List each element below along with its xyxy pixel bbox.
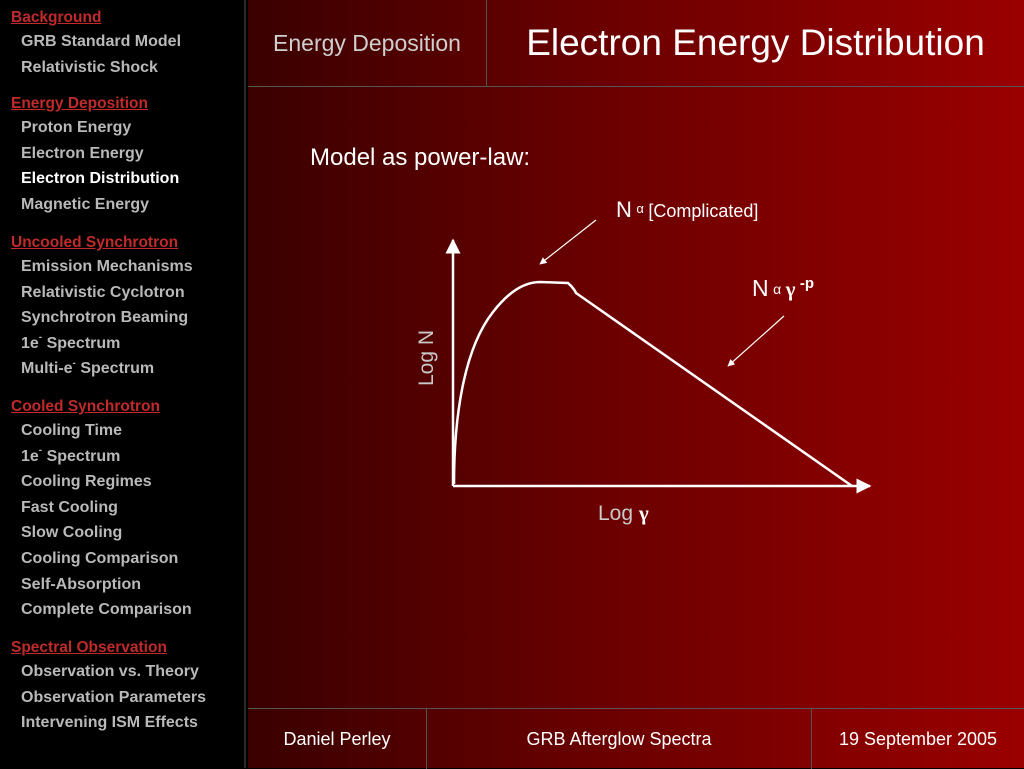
section-label: Energy Deposition: [248, 0, 487, 86]
sidebar-section-link[interactable]: Spectral Observation: [11, 639, 167, 656]
footer-date: 19 September 2005: [838, 728, 998, 749]
sidebar-item[interactable]: Observation Parameters: [21, 688, 206, 706]
distribution-curve: [452, 280, 853, 488]
sidebar-item[interactable]: Electron Distribution: [21, 170, 180, 188]
sidebar-item[interactable]: Cooling Time: [21, 422, 123, 439]
sidebar-item[interactable]: Emission Mechanisms: [21, 258, 193, 275]
y-axis-label: Log N: [415, 330, 438, 386]
power-law-arrow: [727, 315, 785, 367]
complicated-arrow: [539, 219, 597, 265]
footer-author: Daniel Perley: [248, 709, 427, 769]
slide-title: Electron Energy Distribution: [526, 22, 985, 63]
sidebar-item[interactable]: Cooling Regimes: [21, 473, 152, 491]
sidebar-item[interactable]: Slow Cooling: [21, 524, 123, 542]
sidebar-item[interactable]: Complete Comparison: [21, 601, 192, 619]
sidebar-section-link[interactable]: Energy Deposition: [11, 95, 148, 112]
sidebar-item[interactable]: 1e- Spectrum: [21, 332, 121, 352]
sidebar-item[interactable]: GRB Standard Model: [21, 33, 182, 50]
power-law-label: N α γ -p: [752, 275, 814, 301]
sidebar-item[interactable]: Proton Energy: [21, 119, 132, 136]
complicated-label: N α [Complicated]: [616, 197, 758, 222]
model-text: Model as power-law:: [310, 144, 531, 171]
sidebar-item[interactable]: Multi-e- Spectrum: [21, 358, 155, 378]
sidebar-item[interactable]: Fast Cooling: [21, 498, 118, 516]
slide-area: Energy Deposition Electron Energy Distri…: [248, 0, 1024, 769]
sidebar-section-link[interactable]: Cooled Synchrotron: [11, 398, 160, 415]
sidebar-item[interactable]: Self-Absorption: [21, 575, 141, 593]
slide-footer: Daniel Perley GRB Afterglow Spectra 19 S…: [248, 708, 1024, 769]
sidebar-section-link[interactable]: Uncooled Synchrotron: [11, 234, 179, 251]
sidebar-item[interactable]: Electron Energy: [21, 144, 144, 162]
sidebar-item[interactable]: Observation vs. Theory: [21, 663, 199, 680]
power-law-diagram: Log N Log γ N α [Complicated] N α γ -p: [415, 197, 872, 525]
sidebar-section-link[interactable]: Background: [11, 9, 102, 26]
sidebar-item[interactable]: Synchrotron Beaming: [21, 309, 189, 327]
sidebar-item[interactable]: 1e- Spectrum: [21, 445, 121, 465]
sidebar-item[interactable]: Magnetic Energy: [21, 195, 150, 213]
x-axis-label: Log γ: [598, 501, 649, 525]
sidebar-item[interactable]: Relativistic Shock: [21, 58, 158, 76]
sidebar-item[interactable]: Cooling Comparison: [21, 549, 179, 567]
footer-talk-title: GRB Afterglow Spectra: [427, 709, 812, 769]
sidebar-item[interactable]: Intervening ISM Effects: [21, 714, 198, 732]
slide-header: Energy Deposition Electron Energy Distri…: [248, 0, 1024, 87]
sidebar-item[interactable]: Relativistic Cyclotron: [21, 283, 185, 301]
